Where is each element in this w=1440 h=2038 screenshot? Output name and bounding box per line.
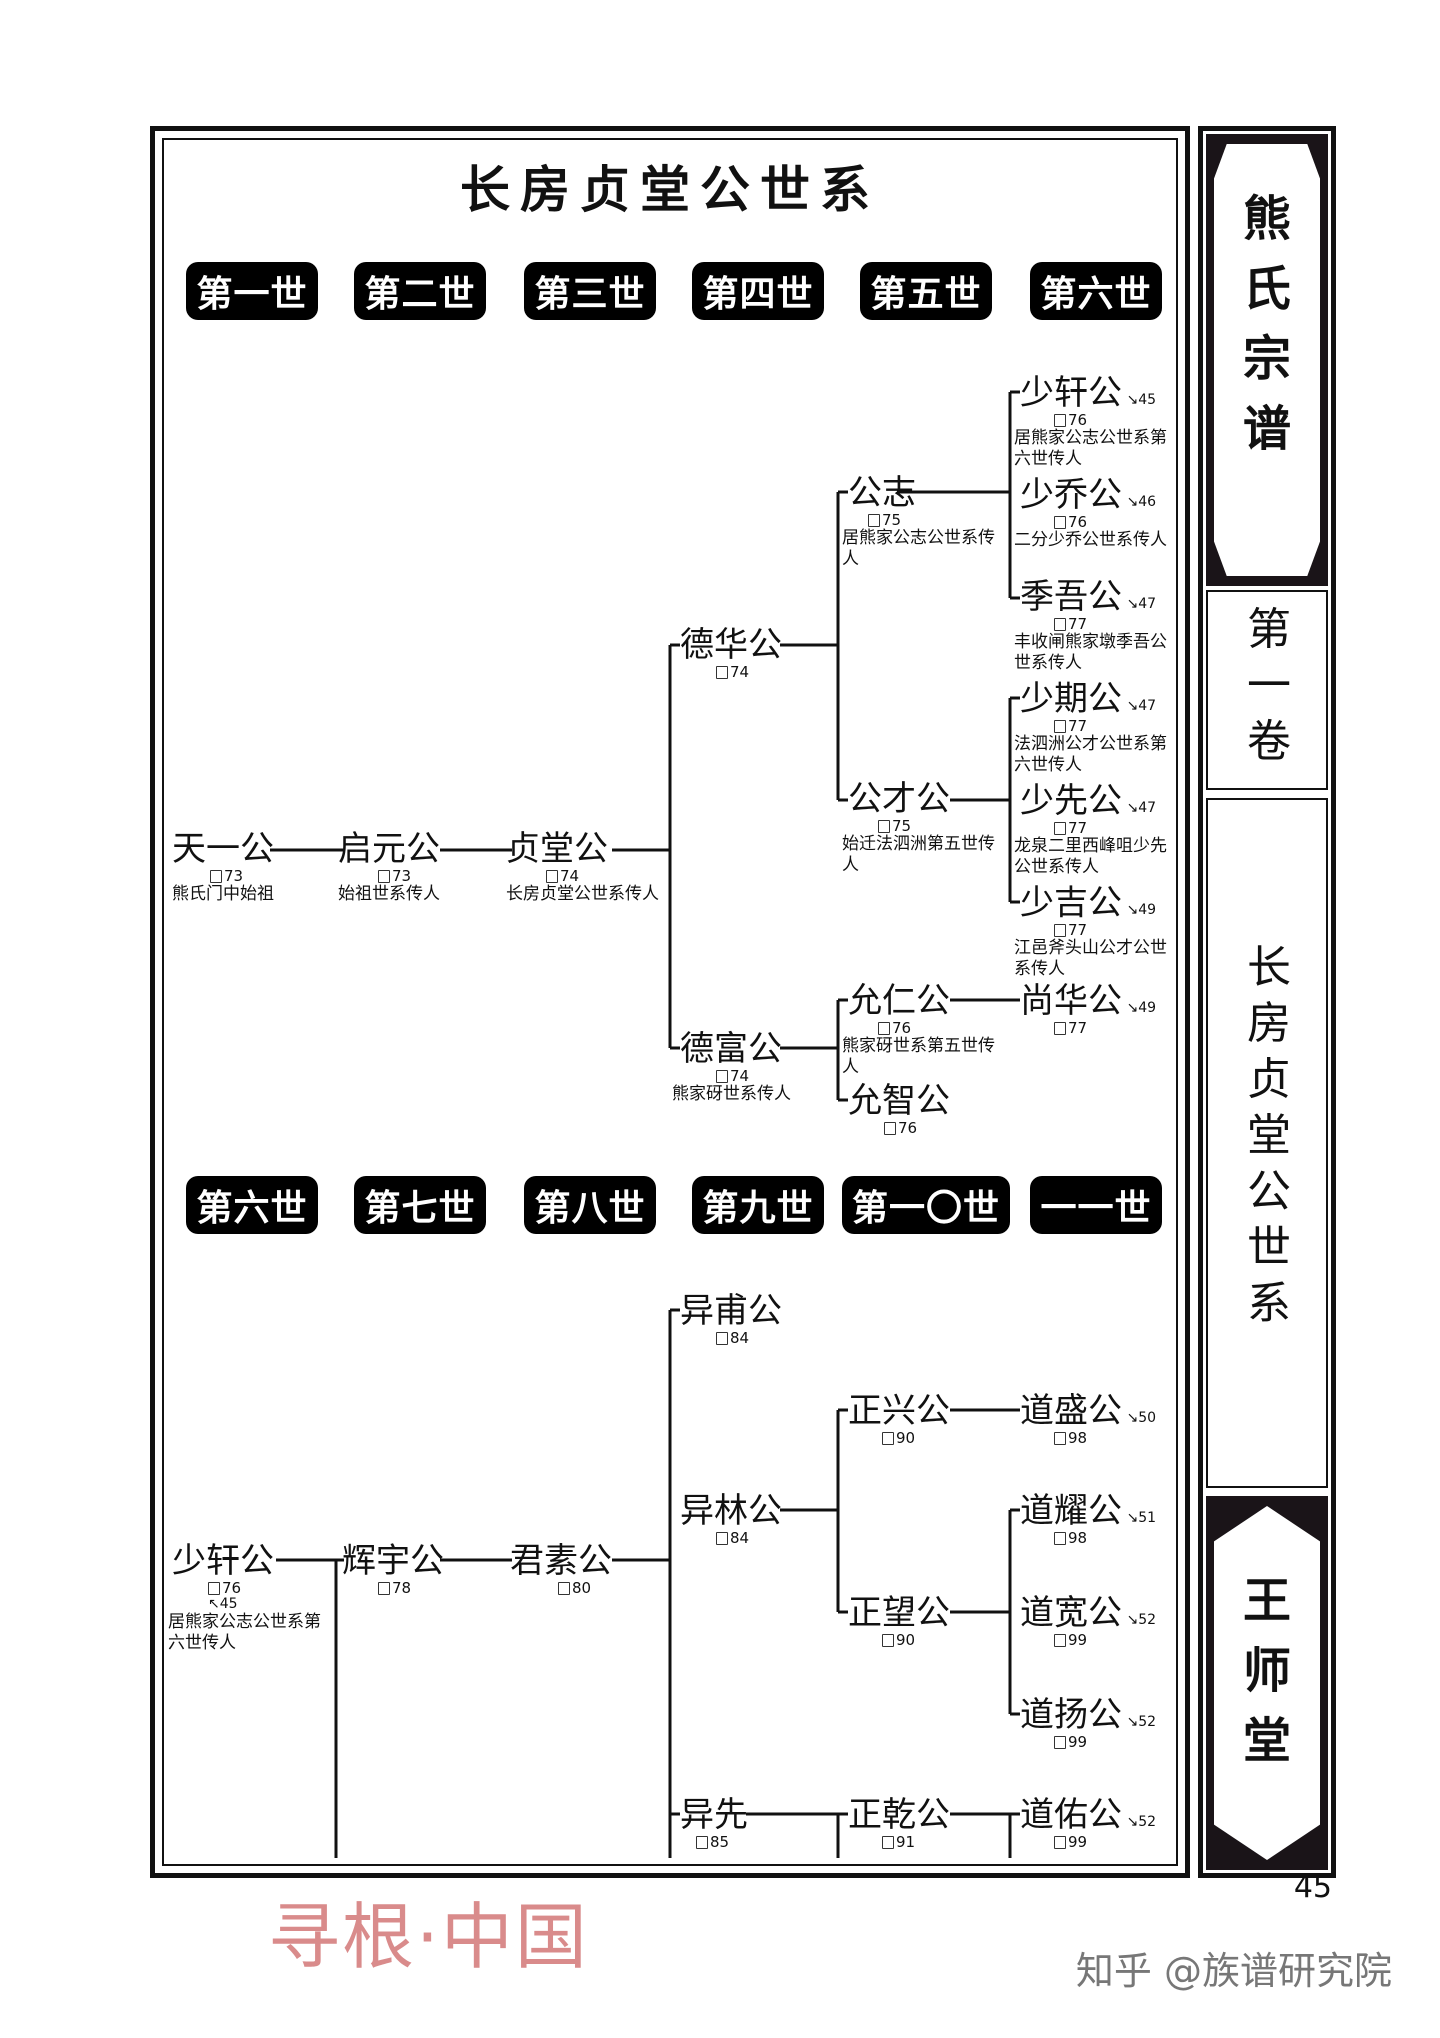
xref-arrow-icon: ↘ <box>1122 1714 1138 1730</box>
xref-arrow-icon: ↘ <box>1122 1410 1138 1426</box>
person-node: 辉宇公 78 <box>342 1542 444 1596</box>
person-node: 尚华公 ↘49 77 <box>1014 982 1174 1036</box>
xref-arrow-icon: ↘ <box>1122 902 1138 918</box>
page-ref-icon <box>1054 414 1066 427</box>
page-ref-icon <box>868 514 880 527</box>
page-number: 45 <box>1294 1870 1332 1905</box>
person-node: 异先 85 <box>680 1796 748 1850</box>
person-node: 少期公 ↘47 77 法泗洲公才公世系第六世传人 <box>1014 680 1174 776</box>
page-ref-icon <box>696 1836 708 1849</box>
person-node: 异林公 84 <box>680 1492 782 1546</box>
person-node: 允仁公 76 熊家砑世系第五世传人 <box>842 982 1002 1078</box>
person-node: 道盛公 ↘50 98 <box>1020 1392 1156 1446</box>
page-ref-icon <box>1054 1634 1066 1647</box>
xref-arrow-icon: ↘ <box>1122 1814 1138 1830</box>
person-node: 少乔公 ↘46 76 二分少乔公世系传人 <box>1014 476 1174 551</box>
person-node: 公才公 75 始迁法泗洲第五世传人 <box>842 780 1002 876</box>
person-node: 道扬公 ↘52 99 <box>1020 1696 1156 1750</box>
page-ref-icon <box>1054 1836 1066 1849</box>
xref-arrow-icon: ↖ <box>208 1596 220 1612</box>
person-node: 道佑公 ↘52 99 <box>1020 1796 1156 1850</box>
xref-arrow-icon: ↘ <box>1122 1612 1138 1628</box>
page-ref-icon <box>878 820 890 833</box>
page-ref-icon <box>882 1432 894 1445</box>
person-node: 少轩公 ↘45 76 居熊家公志公世系第六世传人 <box>1014 374 1174 470</box>
person-node: 正兴公 90 <box>848 1392 950 1446</box>
xref-arrow-icon: ↘ <box>1122 1000 1138 1016</box>
page-ref-icon <box>1054 516 1066 529</box>
person-node: 异甫公 84 <box>680 1292 782 1346</box>
page-ref-icon <box>884 1122 896 1135</box>
xref-arrow-icon: ↘ <box>1122 494 1138 510</box>
page-ref-icon <box>882 1836 894 1849</box>
page-ref-icon <box>208 1582 220 1595</box>
page-ref-icon <box>1054 720 1066 733</box>
person-node: 允智公 76 <box>848 1082 950 1136</box>
person-node: 公志 75 居熊家公志公世系传人 <box>842 474 1002 570</box>
page-ref-icon <box>878 1022 890 1035</box>
person-node: 正望公 90 <box>848 1594 950 1648</box>
page-ref-icon <box>716 1332 728 1345</box>
person-node: 道宽公 ↘52 99 <box>1020 1594 1156 1648</box>
person-node: 贞堂公 74 长房贞堂公世系传人 <box>506 830 666 905</box>
person-node: 天一公 73 熊氏门中始祖 <box>172 830 274 905</box>
page-ref-icon <box>882 1634 894 1647</box>
xref-arrow-icon: ↘ <box>1122 596 1138 612</box>
page-ref-icon <box>1054 924 1066 937</box>
page-ref-icon <box>558 1582 570 1595</box>
person-node: 君素公 80 <box>510 1542 612 1596</box>
watermark-left: 寻根·中国 <box>268 1878 589 1983</box>
person-node: 德富公 74 熊家砑世系传人 <box>672 1030 791 1105</box>
xref-arrow-icon: ↘ <box>1122 1510 1138 1526</box>
person-node: 季吾公 ↘47 77 丰收闸熊家墩季吾公世系传人 <box>1014 578 1174 674</box>
page-ref-icon <box>716 1532 728 1545</box>
page-ref-icon <box>378 870 390 883</box>
person-node: 少吉公 ↘49 77 江邑斧头山公才公世系传人 <box>1014 884 1174 980</box>
xref-arrow-icon: ↘ <box>1122 392 1138 408</box>
page-ref-icon <box>546 870 558 883</box>
person-node: 少先公 ↘47 77 龙泉二里西峰咀少先公世系传人 <box>1014 782 1174 878</box>
page-ref-icon <box>1054 1736 1066 1749</box>
page-ref-icon <box>210 870 222 883</box>
page-ref-icon <box>1054 1532 1066 1545</box>
page-ref-icon <box>1054 1432 1066 1445</box>
person-node: 少轩公 76 ↖45 居熊家公志公世系第六世传人 <box>168 1542 328 1654</box>
page-ref-icon <box>1054 822 1066 835</box>
page-ref-icon <box>716 666 728 679</box>
watermark-right: 知乎 @族谱研究院 <box>1076 1940 1392 1995</box>
person-node: 道耀公 ↘51 98 <box>1020 1492 1156 1546</box>
page-ref-icon <box>1054 618 1066 631</box>
xref-arrow-icon: ↘ <box>1122 800 1138 816</box>
page-ref-icon <box>1054 1022 1066 1035</box>
xref-arrow-icon: ↘ <box>1122 698 1138 714</box>
page-ref-icon <box>716 1070 728 1083</box>
person-node: 德华公 74 <box>680 626 782 680</box>
person-node: 启元公 73 始祖世系传人 <box>338 830 440 905</box>
page-ref-icon <box>378 1582 390 1595</box>
person-node: 正乾公 91 <box>848 1796 950 1850</box>
